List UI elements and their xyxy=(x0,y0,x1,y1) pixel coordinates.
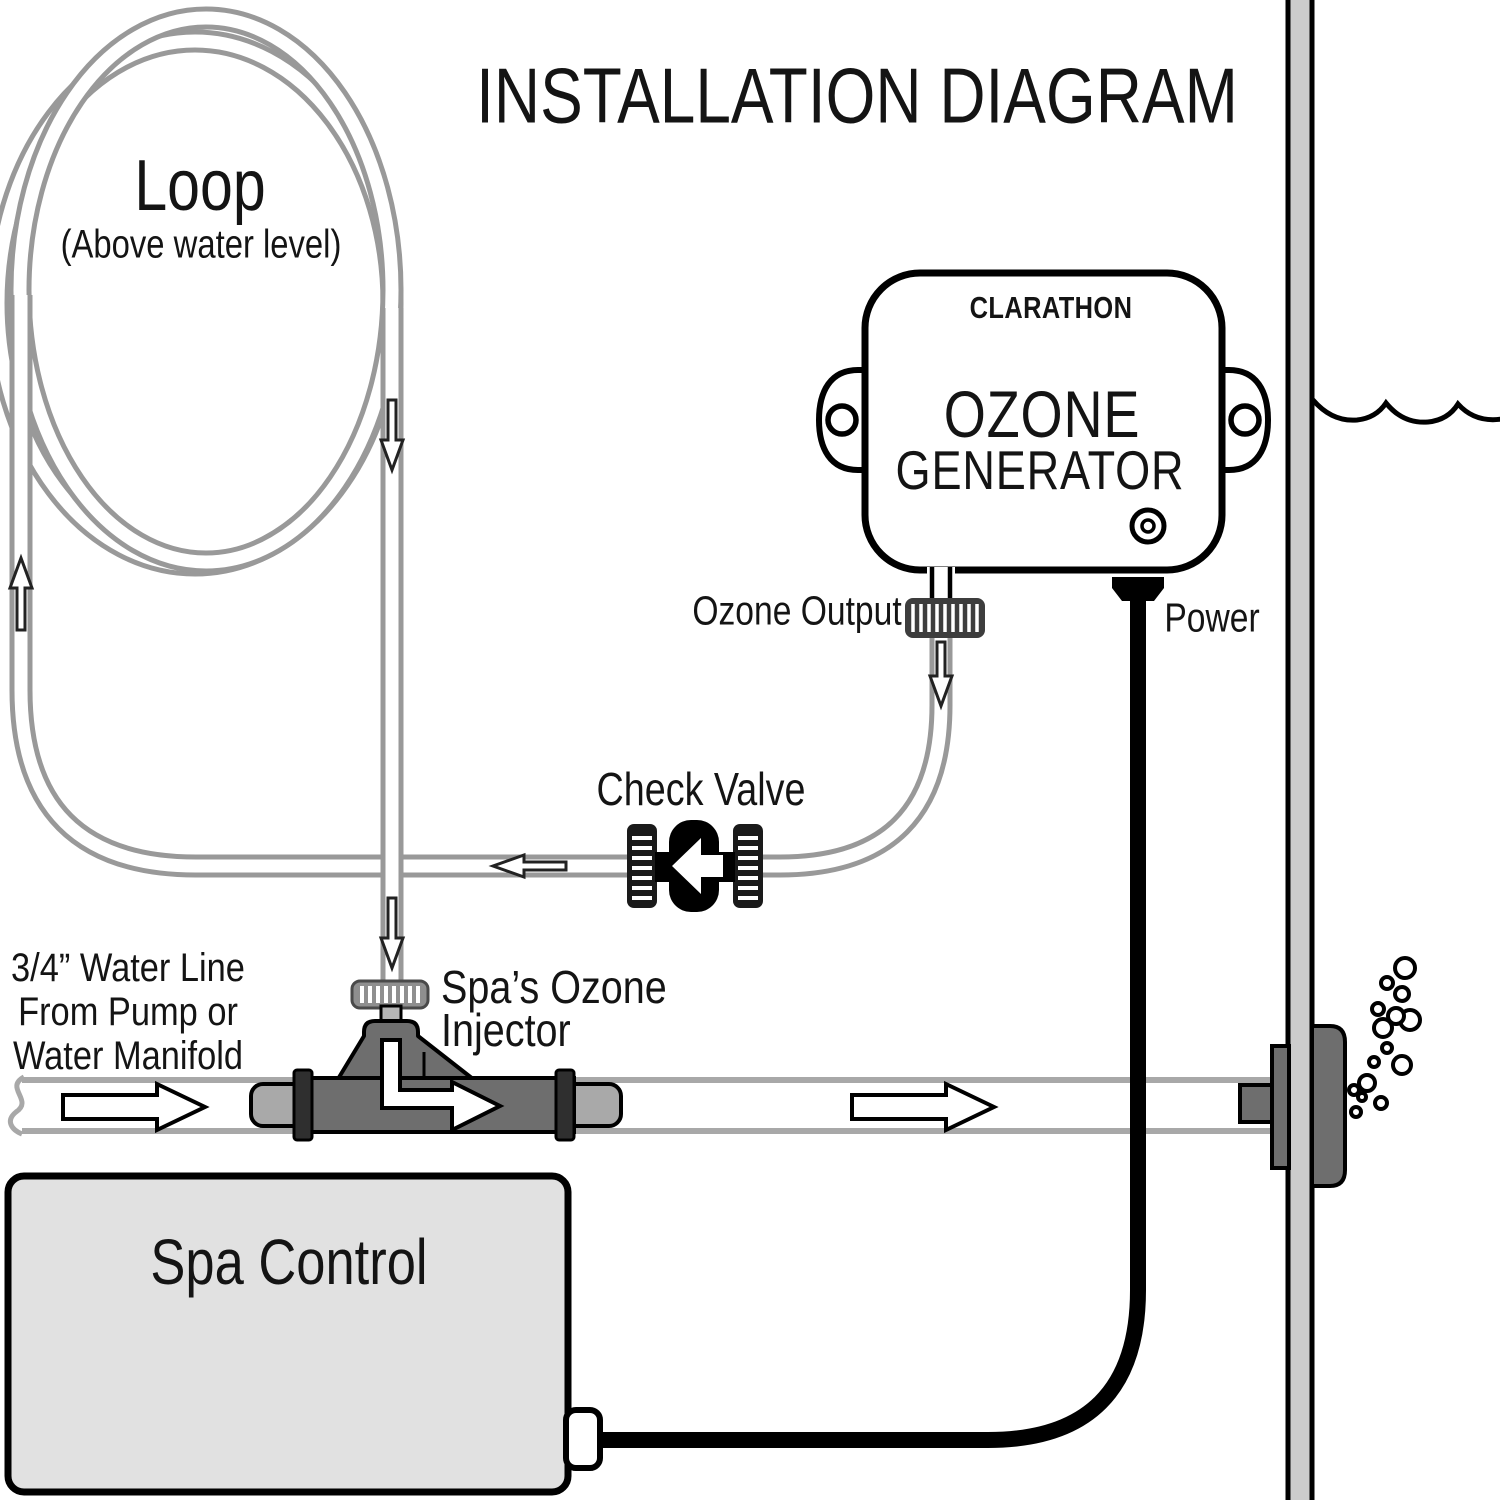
loop-sublabel: (Above water level) xyxy=(60,222,342,267)
spa-control-box xyxy=(4,1172,572,1496)
injector-label: Spa’s Ozone Injector xyxy=(441,961,667,1056)
ozone-injector xyxy=(249,979,623,1142)
output-stub-icon xyxy=(929,567,953,600)
check-valve-label: Check Valve xyxy=(596,763,806,815)
spa-wall xyxy=(1285,0,1315,1500)
generator-name-line1: OZONE xyxy=(943,377,1141,451)
jet-bubbles-icon xyxy=(1347,956,1422,1119)
spa-control-label: Spa Control xyxy=(150,1226,428,1298)
brand-label: CLARATHON xyxy=(969,290,1133,325)
flow-arrow-down-upper-icon xyxy=(378,398,406,475)
water-line-label-line1: 3/4” Water Line xyxy=(11,946,245,990)
injector-label-line2: Injector xyxy=(441,1004,571,1056)
water-line-label-line2: From Pump or xyxy=(18,990,238,1034)
water-line-label: 3/4” Water Line From Pump or Water Manif… xyxy=(11,946,245,1078)
return-tube xyxy=(9,295,634,878)
mounting-hole-right-icon xyxy=(1228,403,1262,437)
ozone-supply-tube xyxy=(752,636,953,878)
loop-tubing xyxy=(0,6,404,577)
check-valve xyxy=(627,820,763,912)
generator-box xyxy=(861,269,1226,574)
wall-fitting-plate-icon xyxy=(1270,1044,1291,1170)
power-cord xyxy=(600,598,1146,1448)
water-line-label-line3: Water Manifold xyxy=(12,1034,244,1078)
page-title: INSTALLATION DIAGRAM xyxy=(476,51,1238,140)
injector-flange-left-icon xyxy=(292,1068,314,1142)
flow-arrow-ozone-down-icon xyxy=(927,640,955,711)
check-valve-arrow-icon xyxy=(672,838,723,894)
pipe-flow-arrow-left-icon xyxy=(61,1080,210,1134)
injector-flange-right-icon xyxy=(554,1068,576,1142)
power-connector-icon xyxy=(1112,577,1164,601)
pipe-flow-arrow-right-icon xyxy=(850,1080,999,1134)
flow-arrow-down-lower-icon xyxy=(378,896,406,973)
loop-label: Loop xyxy=(134,146,266,226)
spa-control-connector-icon xyxy=(563,1407,603,1471)
water-level-wave-icon xyxy=(1310,397,1500,425)
wall-fitting xyxy=(1238,1024,1347,1188)
water-pipe xyxy=(7,1074,1286,1137)
generator-name-line2: GENERATOR xyxy=(895,439,1185,501)
ozone-generator xyxy=(815,269,1272,638)
injector-label-line1: Spa’s Ozone xyxy=(441,961,667,1013)
injector-flow-arrow-icon xyxy=(380,1038,505,1134)
ozone-output-label: Ozone Output xyxy=(692,587,902,634)
wall-jet-icon xyxy=(1310,1024,1347,1188)
mounting-hole-left-icon xyxy=(825,403,859,437)
injector-venturi-icon xyxy=(336,1019,475,1081)
flow-arrow-up-icon xyxy=(7,553,35,632)
pipe-break-icon xyxy=(7,1074,26,1137)
power-label: Power xyxy=(1164,594,1260,641)
flow-arrow-left-icon xyxy=(488,852,568,880)
